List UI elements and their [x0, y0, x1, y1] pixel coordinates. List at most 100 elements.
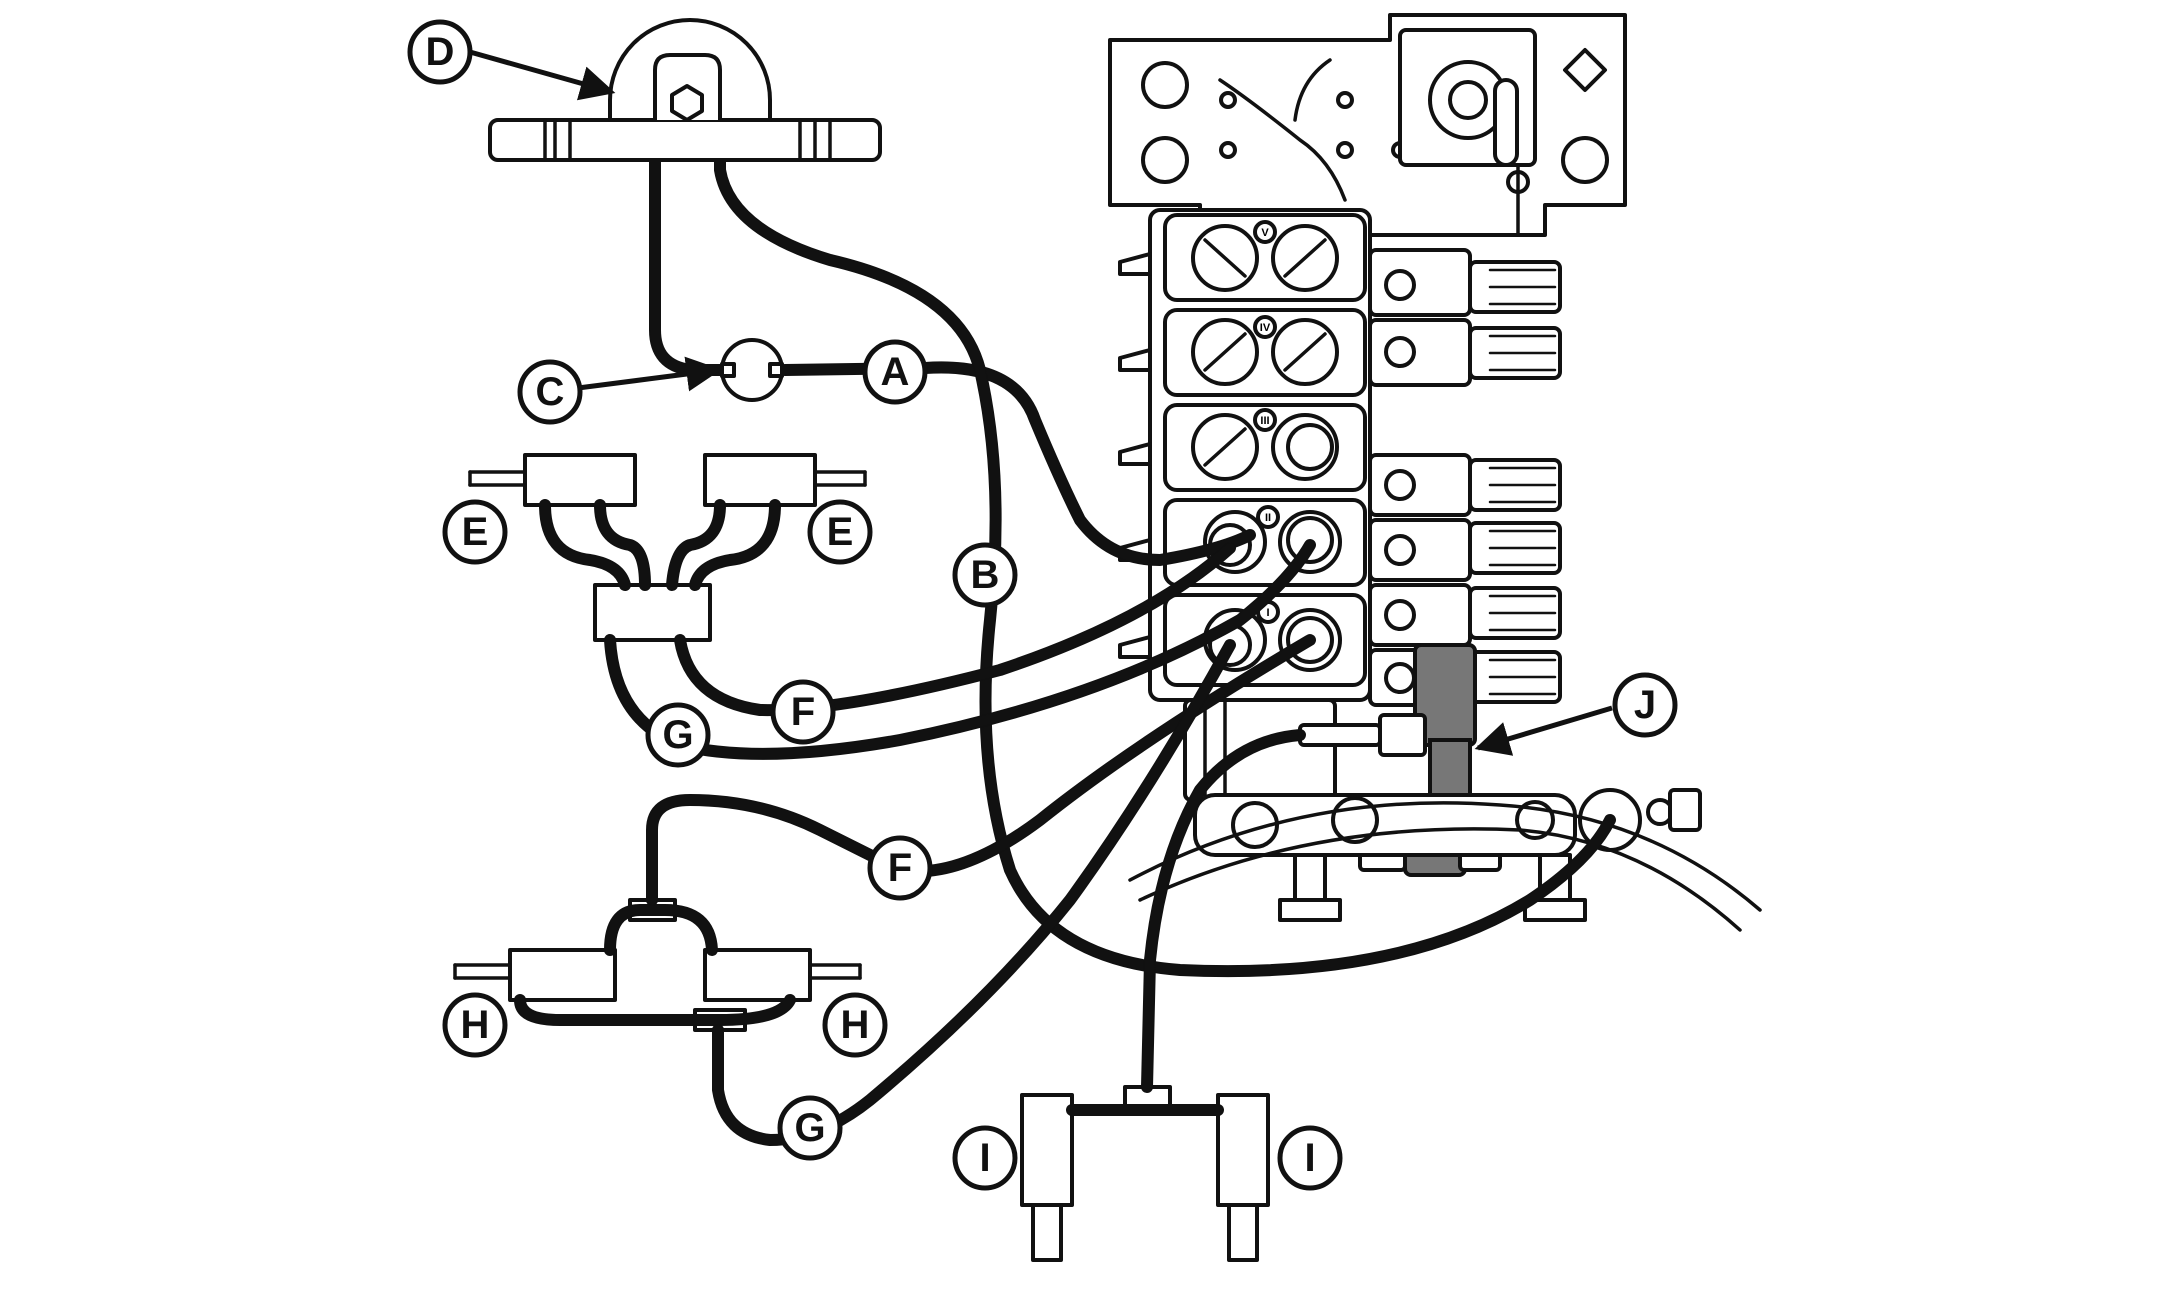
manifold-block-upper [593, 583, 712, 642]
cylinder-i-right [1216, 1093, 1270, 1207]
callout-c: C [517, 359, 583, 425]
bolt-head [1336, 141, 1354, 159]
hose-port [1286, 423, 1334, 471]
solenoid-port [1384, 269, 1416, 301]
callout-h-left: H [442, 992, 508, 1058]
frame-bracket [1668, 788, 1702, 832]
callout-i-left: I [952, 1125, 1018, 1191]
plate-hole [1141, 136, 1189, 184]
svg-text:I: I [1304, 1136, 1315, 1180]
callout-e-right: E [807, 499, 873, 565]
solenoid-port [1384, 534, 1416, 566]
mounting-plate [1108, 13, 1627, 237]
valve-section: V [1163, 213, 1367, 302]
pump-frame [1128, 788, 1762, 932]
section-mark: V [1261, 227, 1269, 239]
callout-a: A [862, 339, 928, 405]
rod-i-left [1031, 1203, 1063, 1262]
svg-text:H: H [841, 1003, 870, 1047]
section-mark: III [1260, 415, 1269, 427]
rod-i-right [1227, 1203, 1259, 1262]
solenoid-coil [1468, 650, 1562, 704]
solenoid-coil [1468, 458, 1562, 512]
lever-tab [1118, 252, 1152, 276]
callout-i-right: I [1277, 1125, 1343, 1191]
plate-hole [1141, 61, 1189, 109]
callout-f-lower: F [867, 835, 933, 901]
solenoid-coil [1468, 260, 1562, 314]
svg-text:A: A [881, 350, 910, 394]
solenoid-coil [1468, 521, 1562, 575]
section-mark: IV [1260, 322, 1271, 334]
plate-contour [1218, 78, 1347, 202]
actuator-e-left [468, 453, 637, 507]
valve-assembly: V IV III II [1108, 13, 1627, 802]
frame-foot [1523, 898, 1587, 922]
solenoid-port [1384, 336, 1416, 368]
lever-tab [1118, 348, 1152, 372]
callout-d: D [407, 19, 473, 85]
plate-hole [1561, 136, 1609, 184]
callout-g-upper: G [645, 702, 711, 768]
solenoid-port [1384, 469, 1416, 501]
solenoid-port [1384, 662, 1416, 694]
svg-text:C: C [536, 370, 565, 414]
hose-inner [515, 995, 795, 1025]
plate-nut [1563, 48, 1607, 92]
svg-text:F: F [791, 690, 815, 734]
hose-inner [690, 500, 780, 590]
component-d [488, 18, 882, 162]
hose-inner [540, 500, 630, 590]
solenoid-coil [1468, 326, 1562, 380]
svg-text:H: H [461, 1003, 490, 1047]
leader-d [469, 49, 616, 101]
leader-c [577, 356, 722, 392]
hose-inner [595, 500, 650, 590]
bolt-head [1219, 141, 1237, 159]
solenoid-port [1384, 599, 1416, 631]
actuator-e-right [703, 453, 867, 507]
hose-inner [780, 362, 1255, 565]
lever-tab [1118, 635, 1152, 659]
actuator-h-right [703, 948, 812, 1002]
svg-text:D: D [426, 30, 455, 74]
valve-section: III [1163, 403, 1367, 492]
solenoid-coil [1468, 586, 1562, 640]
callout-e-left: E [442, 499, 508, 565]
c-fitting [720, 362, 736, 378]
frame-outline [1128, 801, 1762, 912]
leader-j [1474, 705, 1613, 756]
section-mark: I [1266, 607, 1269, 619]
actuator-h-left [508, 948, 617, 1002]
hose-inner [667, 500, 725, 590]
svg-text:F: F [888, 846, 912, 890]
section-mark: II [1265, 512, 1271, 524]
frame-foot [1278, 898, 1342, 922]
callout-j: J [1612, 672, 1678, 738]
plate-contour [1293, 58, 1332, 122]
spring-link [1493, 78, 1519, 167]
lever-tab [1118, 442, 1152, 466]
callout-f-upper: F [770, 679, 836, 745]
bolt-head [1336, 91, 1354, 109]
manifold-bar [1193, 793, 1577, 857]
callout-b: B [952, 542, 1018, 608]
hose-inner [715, 105, 1615, 977]
svg-text:J: J [1634, 683, 1656, 727]
svg-text:I: I [979, 1136, 990, 1180]
callout-h-right: H [822, 992, 888, 1058]
rotary-hub [1448, 80, 1488, 120]
hose-inner [605, 905, 717, 955]
svg-text:G: G [794, 1106, 825, 1150]
hose-inner [1142, 730, 1305, 1092]
callout-g-lower: G [777, 1095, 843, 1161]
bolt-head [1219, 91, 1237, 109]
svg-text:B: B [971, 553, 1000, 597]
hose-inner [675, 543, 1235, 716]
c-fitting [768, 362, 784, 378]
hose-inner [713, 640, 1235, 1145]
svg-text:G: G [662, 713, 693, 757]
valve-section: IV [1163, 308, 1367, 397]
svg-text:E: E [827, 510, 854, 554]
